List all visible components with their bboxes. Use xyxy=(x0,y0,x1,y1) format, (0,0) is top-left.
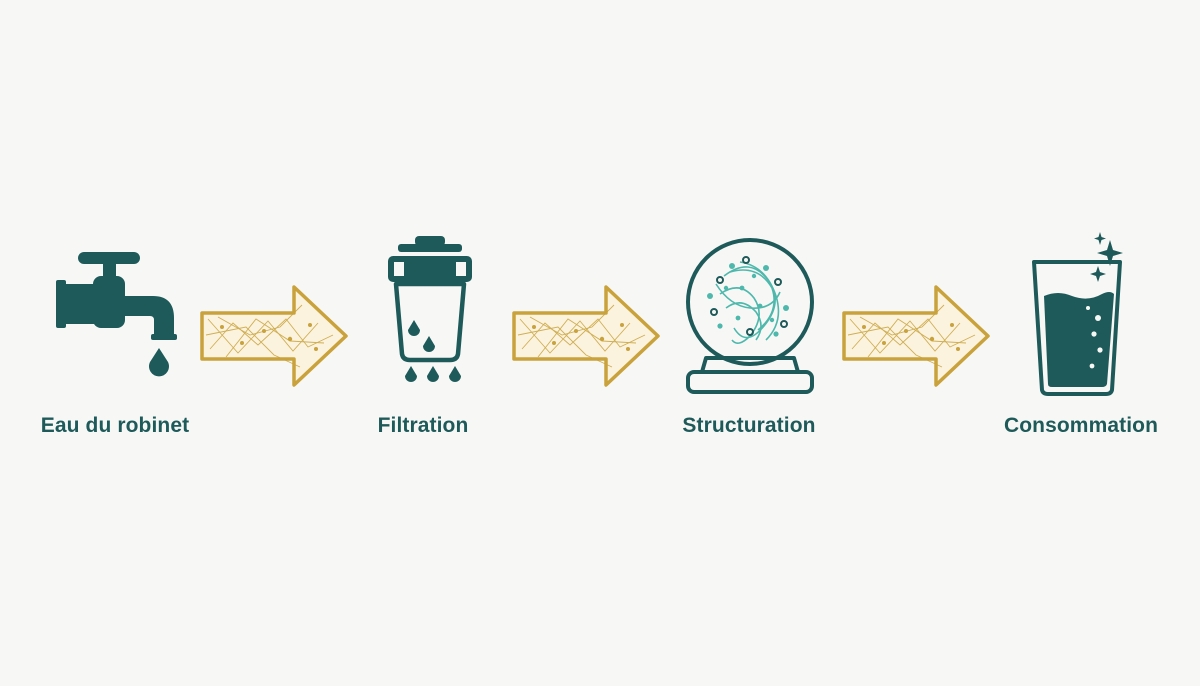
structuring-globe-icon xyxy=(686,238,814,394)
arrow-icon xyxy=(200,285,348,387)
step-label-consumption: Consommation xyxy=(1003,414,1159,437)
step-label-structuring: Structuration xyxy=(682,414,816,437)
step-2 xyxy=(380,232,480,390)
faucet-icon xyxy=(56,252,177,377)
sparkle-icon xyxy=(1090,232,1123,282)
water-filter-icon xyxy=(388,236,472,382)
arrow-icon xyxy=(512,285,660,387)
step-1 xyxy=(48,240,188,390)
step-label-filtration: Filtration xyxy=(377,414,469,437)
arrow-icon xyxy=(842,285,990,387)
step-label-tap-water: Eau du robinet xyxy=(40,414,190,437)
step-3 xyxy=(680,236,820,396)
water-glass-icon xyxy=(1032,232,1123,396)
step-4 xyxy=(1028,230,1128,398)
